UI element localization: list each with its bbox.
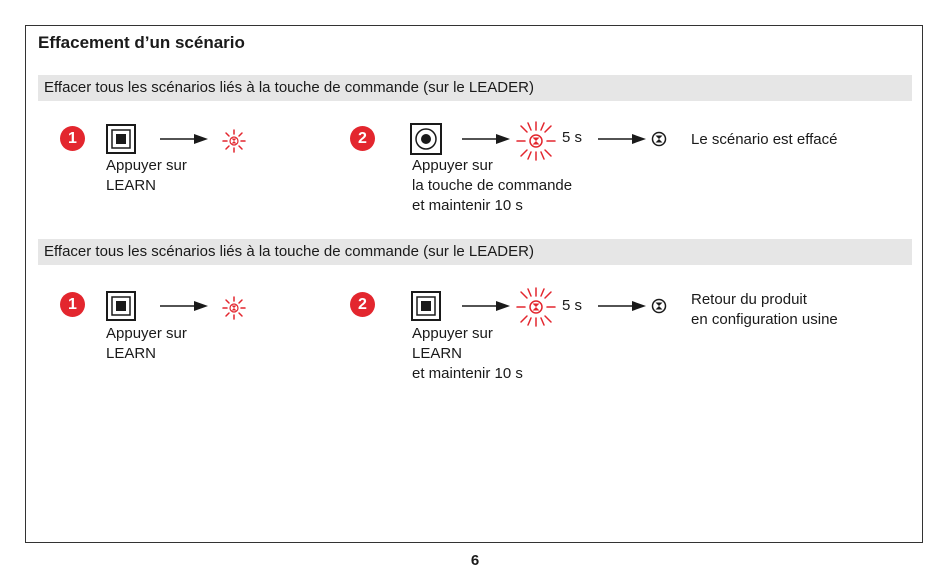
step-2-badge: 2 (350, 292, 375, 317)
led-off-icon (651, 131, 667, 147)
led-blinking-icon (222, 296, 246, 320)
page-title: Effacement d’un scénario (38, 33, 245, 52)
section-header-1: Effacer tous les scénarios liés à la tou… (38, 75, 912, 101)
led-blinking-icon (222, 129, 246, 153)
step-1-text-line1: Appuyer sur (106, 325, 187, 342)
duration-label: 5 s (562, 297, 583, 314)
step-1-badge: 1 (60, 126, 85, 151)
step-1-badge: 1 (60, 292, 85, 317)
led-off-icon (651, 298, 667, 314)
page-number: 6 (470, 552, 480, 569)
result-text-line1: Retour du produit (691, 291, 807, 308)
step-2-badge: 2 (350, 126, 375, 151)
arrow-right-icon (598, 301, 646, 311)
arrow-right-icon (160, 301, 208, 311)
arrow-right-icon (462, 301, 510, 311)
result-text-line1: Le scénario est effacé (691, 131, 838, 148)
step-2-text-line1: Appuyer sur (412, 325, 493, 342)
led-fast-blinking-icon (516, 287, 556, 327)
duration-label: 5 s (562, 129, 583, 146)
step-1-text-line2: LEARN (106, 345, 157, 362)
learn-button-icon (411, 291, 441, 321)
arrow-right-icon (462, 134, 510, 144)
arrow-right-icon (598, 134, 646, 144)
step-2-text-line1: Appuyer sur (412, 157, 493, 174)
led-fast-blinking-icon (516, 121, 556, 161)
step-2-text-line3: et maintenir 10 s (412, 197, 523, 214)
step-1-text-line1: Appuyer sur (106, 157, 187, 174)
page-frame (25, 25, 923, 543)
step-2-text-line3: et maintenir 10 s (412, 365, 523, 382)
step-2-text-line2: LEARN (412, 345, 463, 362)
section-header-2: Effacer tous les scénarios liés à la tou… (38, 239, 912, 265)
command-button-icon (410, 123, 442, 155)
arrow-right-icon (160, 134, 208, 144)
result-text-line2: en configuration usine (691, 311, 838, 328)
step-1-text-line2: LEARN (106, 177, 157, 194)
learn-button-icon (106, 291, 136, 321)
learn-button-icon (106, 124, 136, 154)
step-2-text-line2: la touche de commande (412, 177, 573, 194)
